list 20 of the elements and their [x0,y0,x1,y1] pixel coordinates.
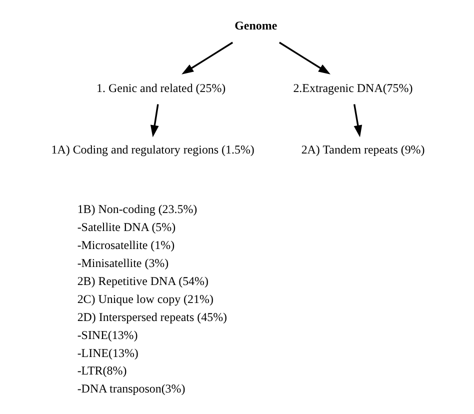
label: -SINE(13%) [77,328,138,342]
arrow [150,104,159,138]
label: -Microsatellite (1%) [77,238,175,252]
label: 1B) Non-coding (23.5%) [77,202,198,216]
label: -Minisatellite (3%) [77,256,169,270]
node-text: Genome [234,18,278,32]
node-text: 2A) Tandem repeats (9%) [301,142,425,156]
node-text: 1. Genic and related (25%) [96,80,226,95]
label: 2D) Interspersed repeats (45%) [77,310,228,324]
label: -LTR(8%) [77,364,127,378]
arrow [353,104,362,138]
label: -Satellite DNA (5%) [77,220,176,234]
label: -DNA transposon(3%) [77,382,186,396]
label: -LINE(13%) [77,346,138,360]
node-text: 2.Extragenic DNA(75%) [293,80,413,95]
arrow [279,42,330,74]
node-text: 1A) Coding and regulatory regions (1.5%) [51,142,254,156]
label: 2B) Repetitive DNA (54%) [77,274,208,288]
label: 2C) Unique low copy (21%) [77,292,214,306]
arrow [182,42,234,74]
